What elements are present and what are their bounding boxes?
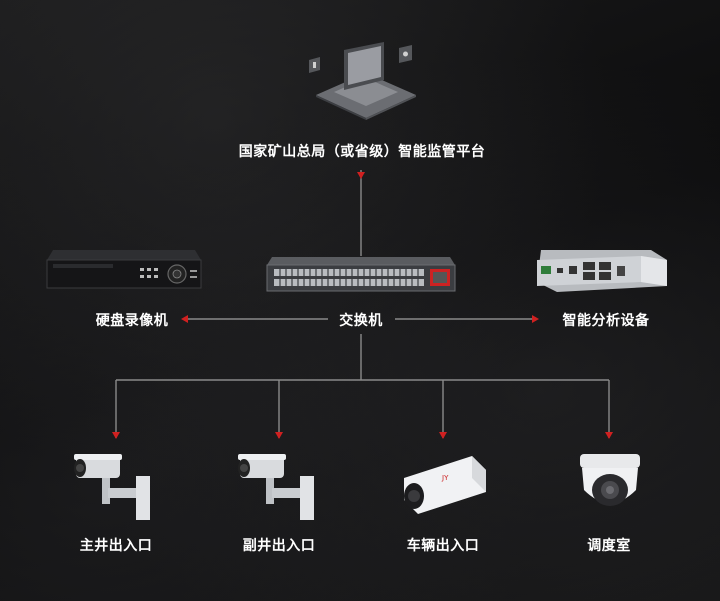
analyzer-icon [537, 250, 667, 292]
bullet-camera-icon [238, 454, 314, 520]
bullet-camera-icon [74, 454, 150, 520]
nvr-icon [46, 250, 202, 289]
switch-icon [266, 257, 456, 292]
analyzer-label: 智能分析设备 [562, 313, 650, 329]
platform-label: 国家矿山总局（或省级）智能监管平台 [238, 144, 486, 160]
platform-arrow [357, 172, 365, 179]
box-camera-icon: JY [404, 456, 486, 514]
camera4-label: 调度室 [587, 538, 631, 554]
svg-text:JY: JY [441, 474, 449, 482]
camera3-label: 车辆出入口 [406, 538, 480, 554]
camera2-label: 副井出入口 [242, 538, 316, 554]
camera1-label: 主井出入口 [79, 538, 153, 554]
nvr-arrow [181, 315, 188, 323]
camera4-arrow [605, 432, 613, 439]
laptop-icon [309, 42, 416, 120]
camera3-arrow [439, 432, 447, 439]
analyzer-arrow [532, 315, 539, 323]
camera1-arrow [112, 432, 120, 439]
dome-camera-icon [580, 454, 640, 506]
switch-label: 交换机 [339, 313, 383, 329]
camera2-arrow [275, 432, 283, 439]
nvr-label: 硬盘录像机 [95, 313, 169, 329]
